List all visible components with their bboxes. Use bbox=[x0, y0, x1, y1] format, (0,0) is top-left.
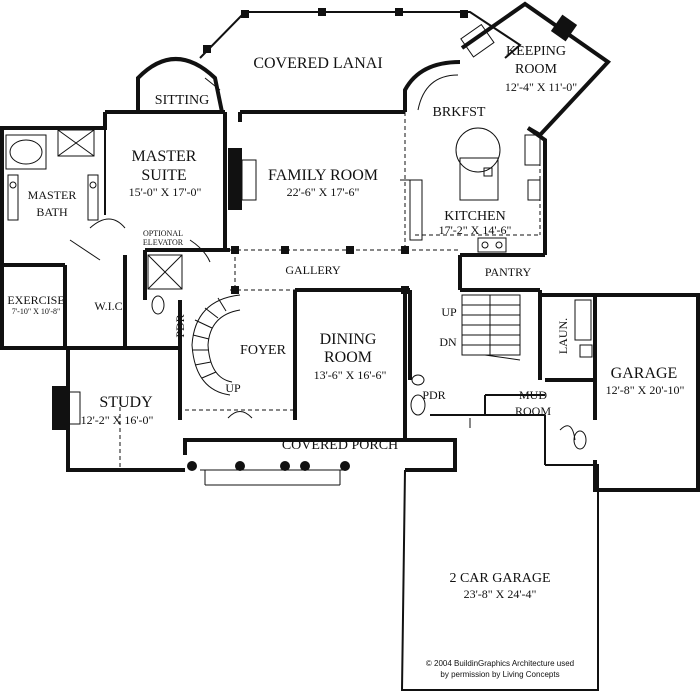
breakfast-label: BRKFST bbox=[433, 105, 486, 120]
dining-room-label-1: DINING bbox=[320, 331, 377, 348]
master-suite-dims: 15'-0" X 17'-0" bbox=[129, 185, 202, 199]
rear-stair-down-label: DN bbox=[439, 335, 457, 349]
master-bath-label-2: BATH bbox=[36, 205, 68, 219]
main-stair-up-label: UP bbox=[225, 381, 241, 395]
sitting-label: SITTING bbox=[155, 93, 209, 108]
two-car-garage-dims: 23'-8" X 24'-4" bbox=[464, 587, 537, 601]
optional-elevator-label-2: ELEVATOR bbox=[143, 238, 184, 247]
room-labels: COVERED LANAI KEEPING ROOM 12'-4" X 11'-… bbox=[7, 44, 684, 601]
kitchen-fixtures bbox=[400, 127, 541, 253]
mud-room-label-1: MUD bbox=[519, 388, 547, 402]
laundry-fixtures bbox=[574, 299, 593, 358]
master-bath-label-1: MASTER bbox=[28, 188, 77, 202]
dining-room-label-2: ROOM bbox=[324, 349, 372, 366]
laundry-label: LAUN. bbox=[556, 318, 570, 354]
gallery-label: GALLERY bbox=[285, 263, 341, 277]
master-suite-label-1: MASTER bbox=[132, 148, 197, 165]
credit-line-1: © 2004 BuildinGraphics Architecture used bbox=[426, 659, 574, 668]
covered-porch-label: COVERED PORCH bbox=[282, 438, 398, 453]
garage-label: GARAGE bbox=[611, 365, 678, 382]
mud-room-label-2: ROOM bbox=[515, 404, 551, 418]
porch-columns bbox=[187, 461, 350, 486]
rear-staircase bbox=[461, 294, 521, 361]
exterior-walls bbox=[0, 110, 700, 691]
keeping-room-label-2: ROOM bbox=[515, 62, 558, 77]
pdr-right-label: PDR bbox=[422, 388, 445, 402]
fireplaces bbox=[52, 148, 257, 430]
kitchen-dims: 17'-2" X 14'-6" bbox=[439, 223, 512, 237]
keeping-room-label-1: KEEPING bbox=[506, 44, 566, 59]
family-room-label: FAMILY ROOM bbox=[268, 167, 378, 184]
study-label: STUDY bbox=[99, 394, 153, 411]
exercise-label: EXERCISE bbox=[7, 293, 64, 307]
garage-dims: 12'-8" X 20'-10" bbox=[606, 383, 685, 397]
rear-stair-up-label: UP bbox=[441, 305, 457, 319]
main-staircase bbox=[191, 294, 241, 396]
door-swings bbox=[69, 218, 576, 441]
keeping-room-dims: 12'-4" X 11'-0" bbox=[505, 80, 577, 94]
pdr-left-label: PDR bbox=[173, 314, 187, 337]
wic-label: W.I.C. bbox=[94, 299, 125, 313]
dashed-openings bbox=[119, 112, 541, 470]
stair-labels: UP UP DN bbox=[225, 305, 457, 395]
interior-walls bbox=[2, 112, 597, 465]
optional-elevator-label-1: OPTIONAL bbox=[143, 229, 183, 238]
powder-fixtures bbox=[151, 295, 587, 450]
kitchen-label: KITCHEN bbox=[444, 209, 505, 224]
foyer-label: FOYER bbox=[240, 343, 287, 358]
two-car-garage-label: 2 CAR GARAGE bbox=[449, 571, 550, 586]
credit-line-2: by permission by Living Concepts bbox=[440, 670, 559, 679]
family-room-dims: 22'-6" X 17'-6" bbox=[287, 185, 360, 199]
dining-room-dims: 13'-6" X 16'-6" bbox=[314, 368, 387, 382]
copyright-credit: © 2004 BuildinGraphics Architecture used… bbox=[426, 659, 574, 679]
elevator-shaft bbox=[147, 254, 183, 290]
breakfast-bay bbox=[403, 60, 461, 112]
exercise-dims: 7'-10" X 10'-8" bbox=[12, 307, 61, 316]
study-dims: 12'-2" X 16'-0" bbox=[81, 413, 154, 427]
covered-lanai-outline bbox=[199, 8, 522, 59]
pantry-label: PANTRY bbox=[485, 265, 532, 279]
sitting-bay bbox=[136, 57, 224, 113]
covered-lanai-label: COVERED LANAI bbox=[253, 55, 382, 72]
master-bath-fixtures bbox=[5, 129, 99, 221]
master-suite-label-2: SUITE bbox=[141, 167, 186, 184]
